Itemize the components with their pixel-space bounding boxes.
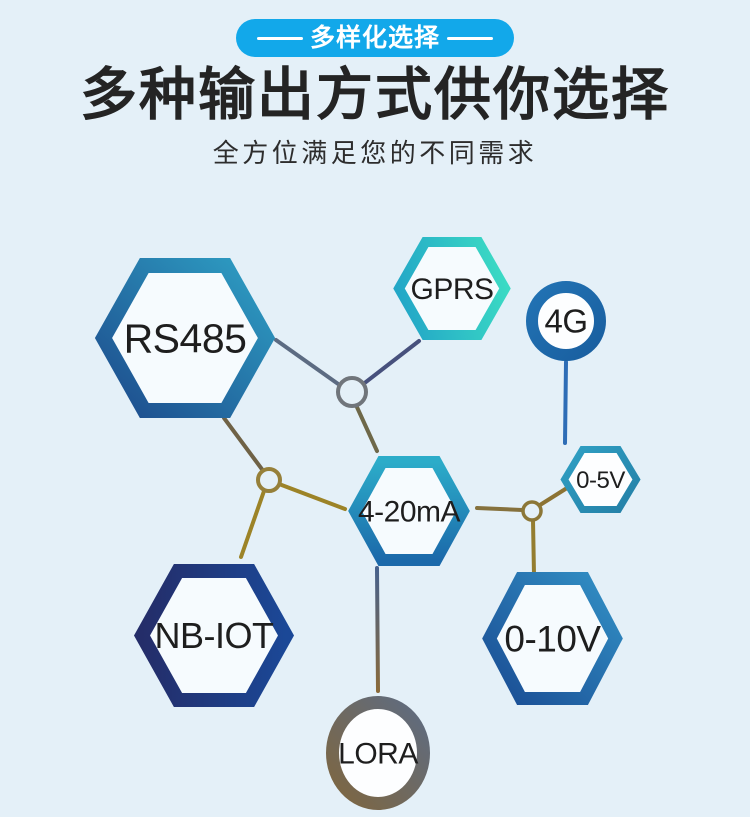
node-4g: 4G	[526, 281, 606, 361]
nb-iot-hexagon-icon	[133, 564, 295, 707]
edge-junction3-05v	[538, 486, 569, 507]
junction2-ring	[256, 467, 282, 493]
0-5v-label: 0-5V	[576, 467, 625, 494]
edge-junction1-420ma	[354, 403, 379, 453]
edge-420ma-junction3	[475, 506, 524, 512]
node-lora: LORA	[326, 696, 430, 810]
edge-rs485-junction1	[274, 338, 343, 388]
4-20ma-label: 4-20mA	[358, 496, 461, 529]
0-5v-hexagon-icon	[560, 446, 641, 513]
lora-label: LORA	[338, 738, 418, 771]
node-nb-iot: NB-IOT	[133, 564, 295, 707]
gprs-label: GPRS	[410, 273, 493, 306]
0-10v-hexagon-icon	[482, 572, 623, 705]
junction3-ring	[521, 500, 543, 522]
badge-label: 多样化选择	[309, 23, 440, 52]
node-0-5v: 0-5V	[560, 446, 641, 513]
badge-right-dash	[447, 36, 493, 40]
node-rs485: RS485	[94, 258, 276, 418]
edge-rs485-junction2	[222, 416, 266, 474]
badge-left-dash	[256, 36, 303, 40]
edge-420ma-lora	[375, 566, 380, 693]
4g-label: 4G	[544, 303, 587, 340]
node-0-10v: 0-10V	[482, 572, 623, 705]
0-10v-label: 0-10V	[504, 618, 601, 659]
4-20ma-hexagon-icon	[348, 456, 470, 566]
rs485-label: RS485	[124, 315, 247, 361]
node-gprs: GPRS	[393, 237, 511, 340]
nb-iot-label: NB-IOT	[155, 615, 275, 656]
edge-gprs-junction1	[360, 339, 421, 387]
edge-4g-05v	[563, 360, 568, 445]
edge-junction3-010v	[531, 518, 536, 577]
page-title: 多种输出方式供你选择	[80, 63, 670, 127]
page-header: 多样化选择 多种输出方式供你选择 全方位满足您的不同需求	[0, 19, 750, 170]
junction1-ring	[336, 376, 368, 408]
output-options-diagram: RS485 GPRS 4G 0-5V 4-20mA NB-IOT 0-10V L…	[94, 237, 641, 810]
gprs-hexagon-icon	[393, 237, 511, 340]
4g-circle-icon	[526, 281, 606, 361]
node-4-20ma: 4-20mA	[348, 456, 470, 566]
page-subtitle: 全方位满足您的不同需求	[212, 137, 538, 168]
edge-junction2-420ma	[277, 482, 347, 511]
rs485-hexagon-icon	[94, 258, 276, 418]
section-badge: 多样化选择	[236, 19, 514, 57]
edge-junction2-nbiot	[239, 489, 266, 559]
